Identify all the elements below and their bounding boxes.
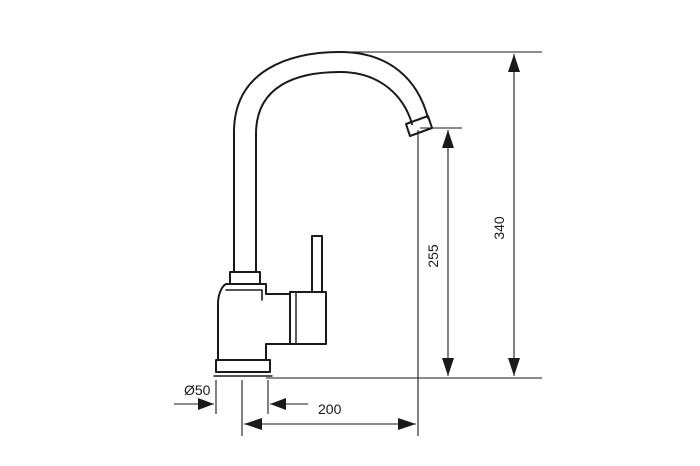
faucet-base: [215, 359, 271, 373]
reach-arrow-right: [398, 418, 416, 430]
base-diameter-dimension: Ø50: [174, 382, 308, 410]
spout-height-arrow-top: [442, 130, 454, 148]
neck-ring: [229, 271, 261, 285]
spout-outer-curve: [233, 51, 429, 273]
handle-lever: [311, 235, 323, 293]
spout-inner-curve: [255, 71, 413, 273]
diameter-arrow-right: [270, 398, 286, 410]
body-inner-line: [225, 289, 263, 301]
reach-arrow-left: [244, 418, 262, 430]
reach-dimension: 200: [244, 401, 416, 430]
handle-cylinder: [289, 291, 327, 345]
spout-height-dimension: 255: [425, 130, 454, 376]
diameter-arrow-left: [198, 398, 214, 410]
total-height-arrow-bottom: [508, 358, 520, 376]
spout-height-label: 255: [425, 244, 441, 268]
reach-label: 200: [318, 401, 342, 417]
total-height-dimension: 340: [491, 54, 520, 376]
body-housing: [217, 283, 291, 361]
diameter-label: Ø50: [184, 382, 211, 398]
spout-height-arrow-bottom: [442, 358, 454, 376]
total-height-arrow-top: [508, 54, 520, 72]
faucet-outline: [213, 51, 433, 377]
total-height-label: 340: [491, 216, 507, 240]
